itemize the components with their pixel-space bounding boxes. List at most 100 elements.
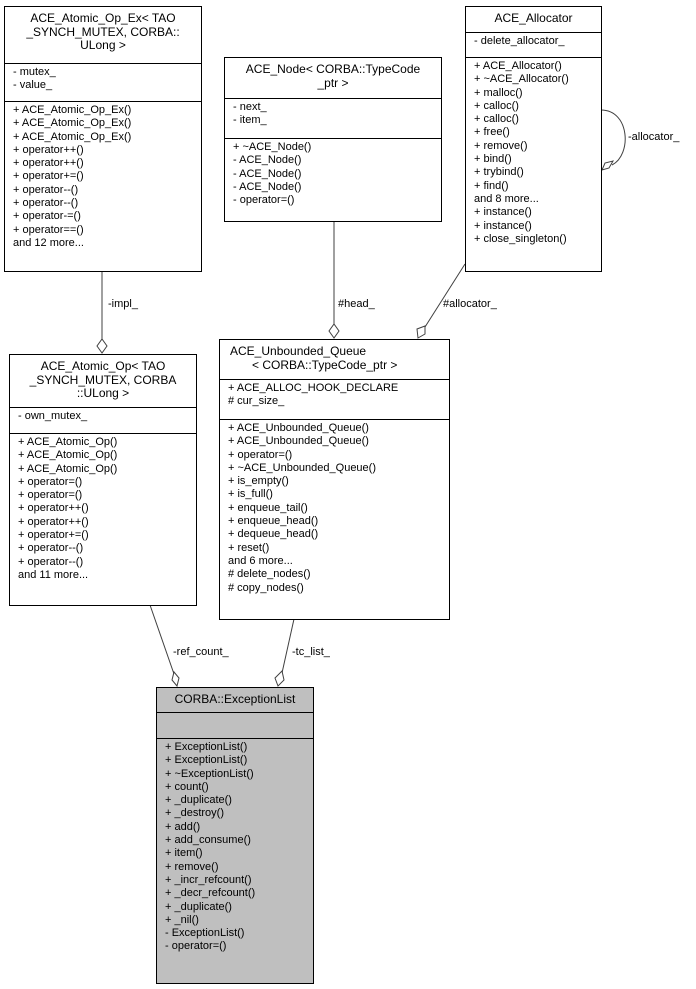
method-item[interactable]: + ~ExceptionList() (165, 767, 254, 780)
method-item[interactable]: + ~ACE_Unbounded_Queue() (228, 461, 376, 474)
method-item[interactable]: + ACE_Atomic_Op_Ex() (13, 130, 132, 143)
class-title: ACE_Allocator (466, 7, 601, 33)
method-item[interactable]: + reset() (228, 541, 270, 554)
method-item[interactable]: + _decr_refcount() (165, 887, 256, 900)
method-item[interactable]: + enqueue_tail() (228, 501, 308, 514)
method-item[interactable]: and 8 more... (474, 192, 539, 205)
method-item[interactable]: + instance() (474, 219, 532, 232)
method-item[interactable]: + trybind() (474, 166, 524, 179)
attribute-item[interactable]: - next_ (233, 101, 267, 113)
method-item[interactable]: + free() (474, 126, 510, 139)
method-item[interactable]: + calloc() (474, 99, 519, 112)
method-item[interactable]: + operator-=() (13, 210, 81, 223)
method-item[interactable]: + calloc() (474, 113, 519, 126)
class-title-line: ULong > (80, 38, 126, 52)
method-item[interactable]: + operator++() (13, 143, 84, 156)
method-item[interactable]: + operator++() (18, 515, 89, 528)
method-item[interactable]: + _incr_refcount() (165, 873, 252, 886)
method-item[interactable]: + ACE_Allocator() (474, 60, 562, 72)
edge-allocator (424, 263, 466, 328)
method-item[interactable]: - ACE_Node() (233, 154, 302, 167)
method-item[interactable]: + operator=() (18, 489, 83, 502)
method-item[interactable]: + bind() (474, 153, 512, 166)
method-item[interactable]: + ACE_Atomic_Op_Ex() (13, 117, 132, 130)
method-item[interactable]: + operator--() (18, 542, 84, 555)
method-item[interactable]: + instance() (474, 206, 532, 219)
method-item[interactable]: + remove() (474, 139, 528, 152)
method-item[interactable]: - operator=() (233, 194, 295, 207)
method-item[interactable]: # copy_nodes() (228, 581, 304, 594)
class-title: ACE_Unbounded_Queue< CORBA::TypeCode_ptr… (220, 340, 449, 380)
method-item[interactable]: - ExceptionList() (165, 927, 245, 940)
method-item[interactable]: + ACE_Atomic_Op() (18, 436, 118, 448)
method-item[interactable]: + ExceptionList() (165, 741, 248, 753)
method-item[interactable]: + operator+=() (18, 529, 89, 542)
class-methods: + ExceptionList()+ ExceptionList()+ ~Exc… (157, 739, 313, 956)
attribute-item[interactable]: + ACE_ALLOC_HOOK_DECLARE (228, 382, 399, 394)
class-atomic-op[interactable]: ACE_Atomic_Op< TAO_SYNCH_MUTEX, CORBA::U… (9, 354, 197, 606)
attribute-item[interactable]: - item_ (233, 114, 267, 127)
method-item[interactable]: + operator--() (13, 197, 79, 210)
method-item[interactable]: + _destroy() (165, 807, 224, 820)
method-item[interactable]: + operator++() (13, 157, 84, 170)
attribute-item[interactable]: - delete_allocator_ (474, 35, 565, 47)
method-item[interactable]: + _nil() (165, 913, 199, 926)
method-item[interactable]: + add_consume() (165, 834, 251, 847)
method-item[interactable]: + operator==() (13, 223, 84, 236)
method-item[interactable]: + ~ACE_Node() (233, 141, 312, 153)
method-item[interactable]: - ACE_Node() (233, 180, 302, 193)
method-item[interactable]: + operator--() (13, 183, 79, 196)
method-item[interactable]: + operator--() (18, 555, 84, 568)
method-item[interactable]: + ACE_Unbounded_Queue() (228, 422, 369, 434)
aggregation-diamond-head (328, 323, 340, 339)
method-item[interactable]: + ACE_Atomic_Op_Ex() (13, 104, 132, 116)
method-item[interactable]: + close_singleton() (474, 232, 567, 245)
class-atomic-op-ex[interactable]: ACE_Atomic_Op_Ex< TAO_SYNCH_MUTEX, CORBA… (4, 6, 202, 272)
class-title-line: CORBA::ExceptionList (174, 692, 296, 706)
attribute-item[interactable]: - mutex_ (13, 66, 56, 78)
method-item[interactable]: + ExceptionList() (165, 754, 248, 767)
method-item[interactable]: + ~ACE_Allocator() (474, 73, 569, 86)
class-title-line: _ptr > (317, 75, 349, 90)
attribute-item[interactable]: - value_ (13, 79, 53, 92)
method-item[interactable]: + ACE_Atomic_Op() (18, 449, 118, 462)
class-attributes: - mutex_- value_ (5, 64, 201, 102)
method-item[interactable]: + find() (474, 179, 509, 192)
aggregation-diamond-tc-list (274, 670, 285, 687)
method-item[interactable]: + operator+=() (13, 170, 84, 183)
method-item[interactable]: + item() (165, 847, 203, 860)
method-item[interactable]: + operator=() (228, 448, 293, 461)
method-item[interactable]: + malloc() (474, 86, 523, 99)
class-attributes (157, 713, 313, 739)
method-item[interactable]: - ACE_Node() (233, 167, 302, 180)
method-item[interactable]: + is_full() (228, 488, 273, 501)
method-item[interactable]: + _duplicate() (165, 900, 232, 913)
class-ace-allocator[interactable]: ACE_Allocator - delete_allocator_ + ACE_… (465, 6, 602, 272)
attribute-item[interactable]: # cur_size_ (228, 395, 285, 408)
class-exception-list[interactable]: CORBA::ExceptionList + ExceptionList()+ … (156, 687, 314, 984)
method-item[interactable]: + dequeue_head() (228, 528, 319, 541)
method-item[interactable]: and 12 more... (13, 236, 84, 249)
method-item[interactable]: + remove() (165, 860, 219, 873)
class-title: ACE_Atomic_Op_Ex< TAO_SYNCH_MUTEX, CORBA… (5, 7, 201, 64)
method-item[interactable]: and 6 more... (228, 554, 293, 567)
method-item[interactable]: + ACE_Unbounded_Queue() (228, 435, 369, 448)
attribute-item[interactable]: - own_mutex_ (18, 410, 88, 422)
class-unbounded-queue[interactable]: ACE_Unbounded_Queue< CORBA::TypeCode_ptr… (219, 339, 450, 620)
method-item[interactable]: + enqueue_head() (228, 515, 319, 528)
method-item[interactable]: - operator=() (165, 940, 227, 953)
method-item[interactable]: # delete_nodes() (228, 568, 311, 581)
method-item[interactable]: + count() (165, 780, 209, 793)
method-item[interactable]: + add() (165, 820, 201, 833)
class-title-line: ACE_Node< CORBA::TypeCode (245, 62, 421, 76)
class-title: ACE_Node< CORBA::TypeCode_ptr > (225, 58, 441, 99)
method-item[interactable]: and 11 more... (18, 568, 89, 581)
method-item[interactable]: + operator=() (18, 475, 83, 488)
class-ace-node[interactable]: ACE_Node< CORBA::TypeCode_ptr > - next_-… (224, 57, 442, 222)
edge-allocator-self (600, 109, 626, 166)
method-item[interactable]: + is_empty() (228, 475, 289, 488)
method-item[interactable]: + operator++() (18, 502, 89, 515)
method-item[interactable]: + _duplicate() (165, 794, 232, 807)
method-item[interactable]: + ACE_Atomic_Op() (18, 462, 118, 475)
edge-label-allocator-self: -allocator_ (628, 131, 680, 143)
